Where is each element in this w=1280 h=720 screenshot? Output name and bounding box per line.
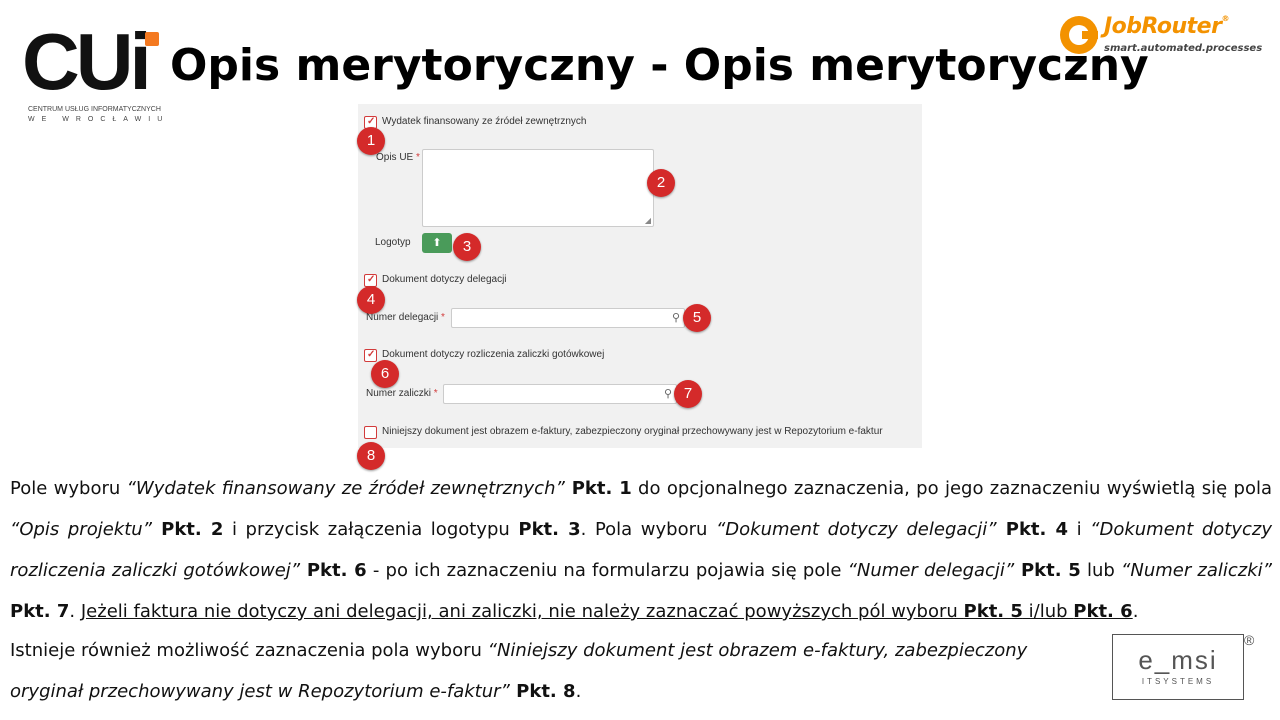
emsi-registered-mark: ® [1244,632,1255,648]
numer-zaliczki-label: Numer zaliczki * [366,388,438,399]
checkbox-delegation-label: Dokument dotyczy delegacji [382,274,507,285]
checkbox-e-invoice[interactable] [364,426,377,439]
cui-logo-dot [145,32,159,46]
search-icon[interactable]: ⚲ [663,388,672,400]
badge-4: 4 [357,286,385,314]
numer-delegacji-label: Numer delegacji * [366,312,445,323]
upload-logo-button[interactable]: ⬆ [422,233,452,253]
checkbox-e-invoice-label: Niniejszy dokument jest obrazem e-faktur… [382,426,883,437]
badge-1: 1 [357,127,385,155]
page-title: Opis merytoryczny - Opis merytoryczny [170,40,1149,91]
emsi-logo-main: e_msi [1138,645,1218,675]
numer-zaliczki-input[interactable]: ⚲ [443,384,677,404]
checkbox-external-funding-label: Wydatek finansowany ze źródeł zewnętrzny… [382,116,587,127]
jobrouter-tagline: smart.automated.processes [1104,43,1263,54]
opis-ue-label: Opis UE * [376,152,420,163]
opis-ue-textarea[interactable]: ◢ [422,149,654,227]
jobrouter-mark-icon [1060,16,1098,54]
emsi-logo: e_msi ITSYSTEMS [1112,634,1244,700]
cui-logo-line2: WE WROCŁAWIU [28,116,170,123]
cui-logo: CUi CENTRUM USŁUG INFORMATYCZNYCH WE WRO… [22,22,172,127]
numer-delegacji-input[interactable]: ⚲ [451,308,685,328]
checkbox-cash-advance-label: Dokument dotyczy rozliczenia zaliczki go… [382,349,605,360]
badge-5: 5 [683,304,711,332]
checkbox-delegation[interactable]: ✓ [364,274,377,287]
badge-3: 3 [453,233,481,261]
checkbox-cash-advance[interactable]: ✓ [364,349,377,362]
upload-icon: ⬆ [432,237,442,249]
cui-logo-letters: CUi [22,17,152,106]
underlined-note: Jeżeli faktura nie dotyczy ani delegacji… [80,601,1133,622]
form-screenshot: ✓ Wydatek finansowany ze źródeł zewnętrz… [358,104,922,448]
jobrouter-logo: JobRouter® smart.automated.processes [1060,14,1263,60]
badge-7: 7 [674,380,702,408]
badge-8: 8 [357,442,385,470]
search-icon[interactable]: ⚲ [671,312,680,324]
logotyp-label: Logotyp [375,237,411,248]
cui-logo-line1: CENTRUM USŁUG INFORMATYCZNYCH [28,106,161,113]
emsi-logo-sub: ITSYSTEMS [1141,677,1215,686]
jobrouter-name: JobRouter® [1104,14,1229,39]
badge-6: 6 [371,360,399,388]
badge-2: 2 [647,169,675,197]
description-paragraph-2: Istnieje również możliwość zaznaczenia p… [10,640,1028,702]
description-paragraph: Pole wyboru “Wydatek finansowany ze źród… [10,478,1272,622]
